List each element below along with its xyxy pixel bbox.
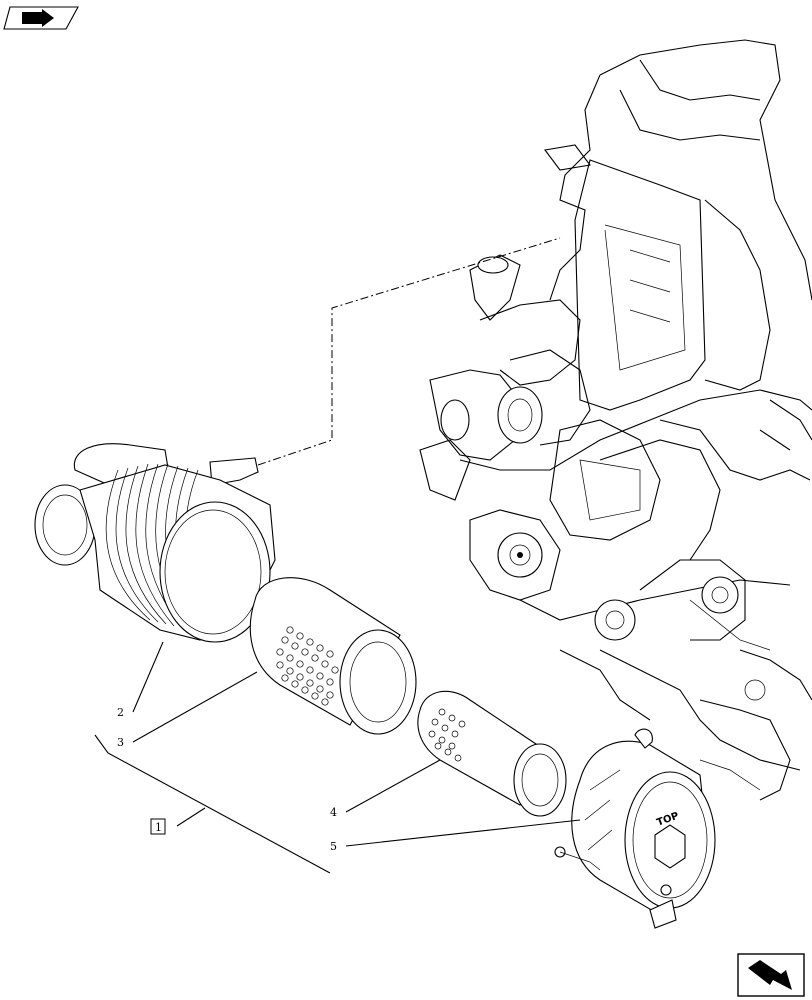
svg-text:4: 4 <box>330 806 337 819</box>
callout-2: 2 <box>117 706 124 719</box>
leader-lines <box>94 641 581 874</box>
svg-text:3: 3 <box>117 736 124 749</box>
next-page-arrow-icon[interactable] <box>737 953 805 997</box>
callout-3: 3 <box>117 736 124 749</box>
svg-text:1: 1 <box>155 821 162 834</box>
svg-text:5: 5 <box>330 840 337 853</box>
previous-page-arrow-icon[interactable] <box>3 6 79 30</box>
callout-5: 5 <box>330 840 337 853</box>
filter-housing-cover: TOP <box>554 728 716 929</box>
engine-assembly <box>419 39 812 801</box>
mounting-reference-line <box>257 237 561 466</box>
callout-4: 4 <box>330 806 337 819</box>
safety-filter-element <box>417 690 567 817</box>
svg-text:2: 2 <box>117 706 124 719</box>
primary-filter-element <box>249 577 417 735</box>
air-filter-housing <box>34 443 276 643</box>
callout-1: 1 <box>150 818 166 835</box>
